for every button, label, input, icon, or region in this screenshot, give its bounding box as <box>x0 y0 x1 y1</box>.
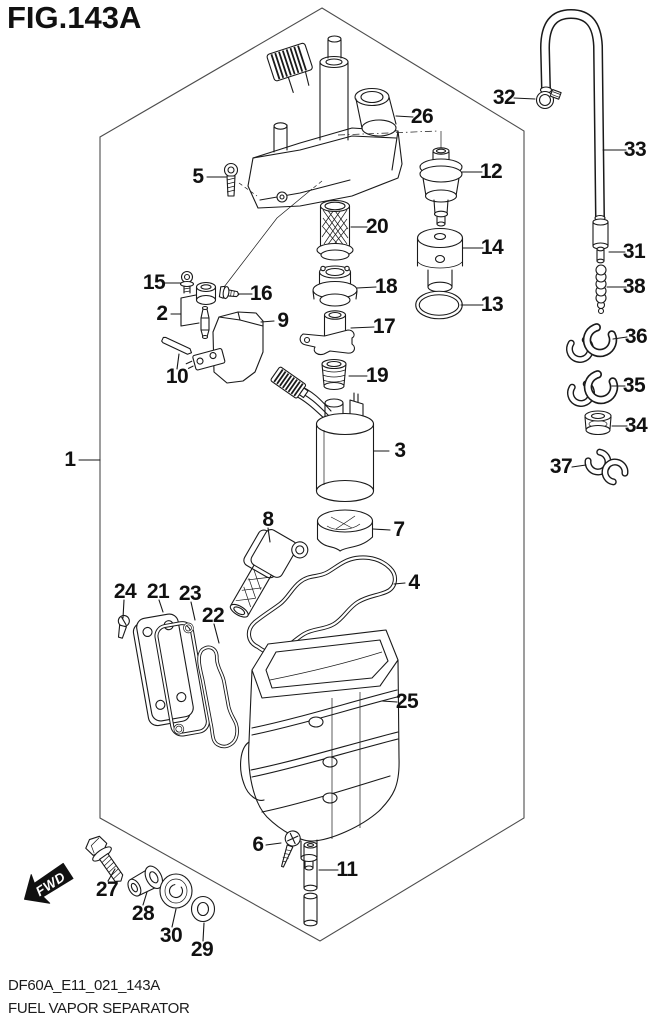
part-5-screw <box>223 162 239 197</box>
part-24-screw <box>117 614 130 639</box>
alignment-lines <box>220 130 442 292</box>
part-14-valve <box>416 227 464 293</box>
part-11-tube <box>303 841 318 927</box>
part-10-pin <box>161 336 193 355</box>
part-32-clamp <box>535 88 562 110</box>
part-33-hose <box>539 8 606 223</box>
part-37-clip <box>584 448 629 486</box>
diagram-footer: DF60A_E11_021_143A FUEL VAPOR SEPARATOR <box>8 975 190 1020</box>
part-17-bracket <box>299 310 356 356</box>
part-8-filter-tube <box>229 529 309 618</box>
part-6-screw <box>280 830 301 868</box>
part-27-bolt <box>85 835 124 882</box>
part-31-hose-end <box>592 218 609 264</box>
part-4-gasket <box>246 555 397 655</box>
part-13-oring <box>415 290 463 320</box>
figure-title: FIG.143A <box>7 0 142 35</box>
part-7-cap <box>316 509 374 552</box>
part-26-cover-assembly <box>247 35 403 209</box>
part-12-regulator <box>419 147 463 227</box>
part-15-screw <box>179 270 195 294</box>
part-28-spacer <box>127 865 164 897</box>
leader-lines <box>78 97 628 942</box>
part-16-screw <box>218 285 240 300</box>
part-30-grommet <box>159 873 193 909</box>
part-3-fuel-pump <box>315 392 375 503</box>
part-20-filter <box>316 199 354 261</box>
fwd-arrow: FWD <box>24 862 74 904</box>
part-22-gasket <box>197 645 239 749</box>
part-34-grommet <box>584 410 612 436</box>
part-36-clip <box>566 322 618 363</box>
part-2-valve-set <box>195 281 217 340</box>
part-29-washer <box>190 895 216 923</box>
wire-harness <box>270 366 332 422</box>
diagram-frame <box>99 7 525 942</box>
part-35-clip <box>567 369 619 407</box>
part-18-mount <box>312 265 358 307</box>
part-9-cover <box>185 311 264 384</box>
drawing-code: DF60A_E11_021_143A <box>8 977 160 994</box>
part-38-bellows <box>595 264 607 315</box>
part-25-body <box>240 629 400 871</box>
fwd-arrow-shape <box>24 862 74 904</box>
part-name-caption: FUEL VAPOR SEPARATOR <box>8 999 190 1017</box>
part-19-grommet <box>321 358 347 391</box>
